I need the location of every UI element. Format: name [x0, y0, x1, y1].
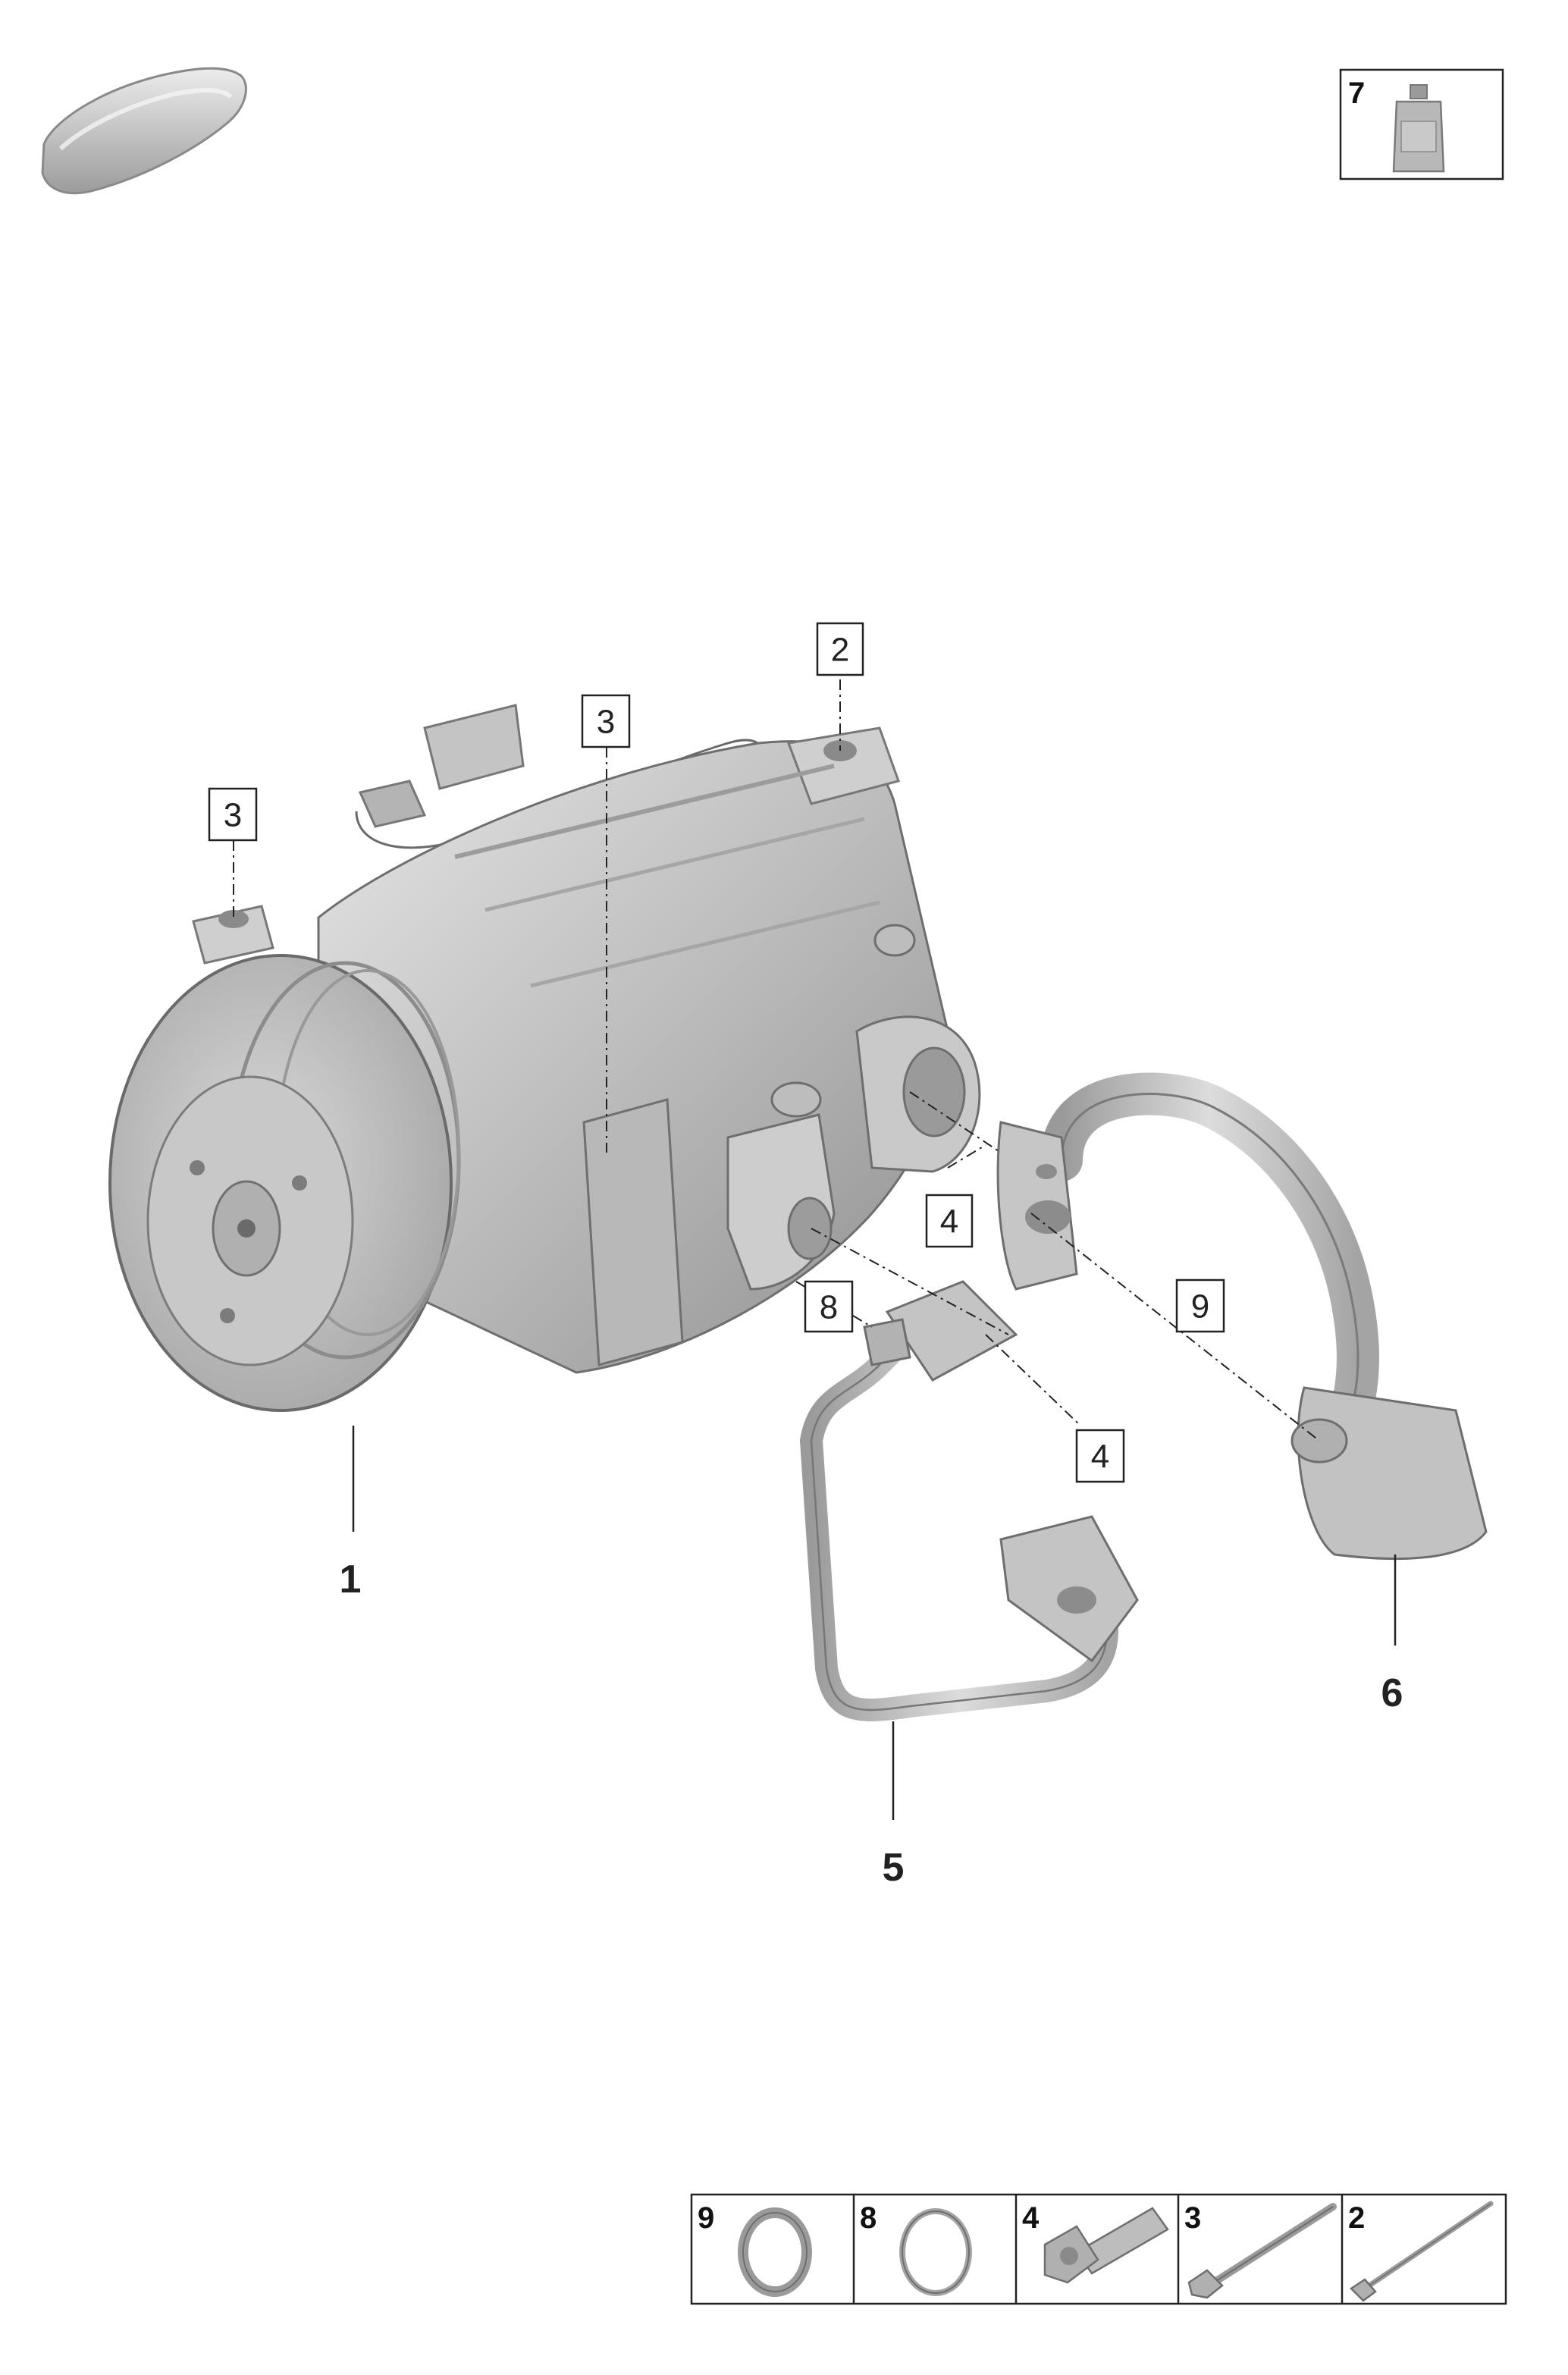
callout-4-lower: 4 [1075, 1429, 1125, 1483]
electrical-connector [423, 704, 525, 790]
svg-text:4: 4 [940, 1203, 958, 1241]
svg-text:4: 4 [1022, 2201, 1040, 2235]
refrigerant-line-large [996, 1072, 1488, 1561]
vehicle-silhouette-icon [41, 67, 247, 195]
svg-text:9: 9 [698, 2201, 714, 2235]
callout-8: 8 [804, 1280, 854, 1333]
extra-long-bolt-icon [1350, 2201, 1494, 2302]
svg-text:3: 3 [224, 797, 242, 834]
part-label-5: 5 [883, 1721, 905, 1890]
svg-text:2: 2 [831, 632, 849, 669]
long-bolt-icon [1187, 2203, 1337, 2299]
tray-cell-3: 3 [1184, 2201, 1337, 2299]
tray-cell-8: 8 [860, 2201, 972, 2296]
ac-compressor [108, 704, 981, 1412]
tray-cell-9: 9 [698, 2201, 812, 2297]
callout-3-left: 3 [208, 787, 258, 842]
inset-oil-bottle: 7 [1339, 68, 1504, 180]
callout-2: 2 [816, 622, 864, 676]
hex-bolt-icon [1043, 2207, 1169, 2284]
tray-cell-4: 4 [1022, 2201, 1169, 2284]
part-label-1: 1 [340, 1426, 362, 1602]
tray-cell-2: 2 [1348, 2201, 1494, 2302]
svg-text:4: 4 [1091, 1438, 1109, 1476]
inset-part-number: 7 [1348, 77, 1365, 110]
callout-4-upper: 4 [925, 1194, 974, 1248]
svg-text:8: 8 [860, 2201, 877, 2235]
svg-text:5: 5 [883, 1846, 905, 1890]
oil-bottle-icon [1392, 84, 1445, 173]
parts-tray: 9 8 4 3 [690, 2193, 1507, 2305]
alignment-lines [233, 679, 1320, 1442]
part-label-6: 6 [1381, 1555, 1403, 1715]
svg-text:9: 9 [1191, 1288, 1209, 1326]
svg-text:3: 3 [597, 704, 615, 741]
callout-9: 9 [1175, 1278, 1225, 1333]
svg-text:1: 1 [340, 1558, 362, 1602]
svg-text:6: 6 [1381, 1671, 1403, 1715]
refrigerant-line-small [799, 1280, 1139, 1721]
svg-text:2: 2 [1348, 2201, 1365, 2235]
svg-text:8: 8 [820, 1289, 838, 1326]
callout-3-center: 3 [581, 694, 631, 748]
svg-text:3: 3 [1184, 2201, 1201, 2235]
